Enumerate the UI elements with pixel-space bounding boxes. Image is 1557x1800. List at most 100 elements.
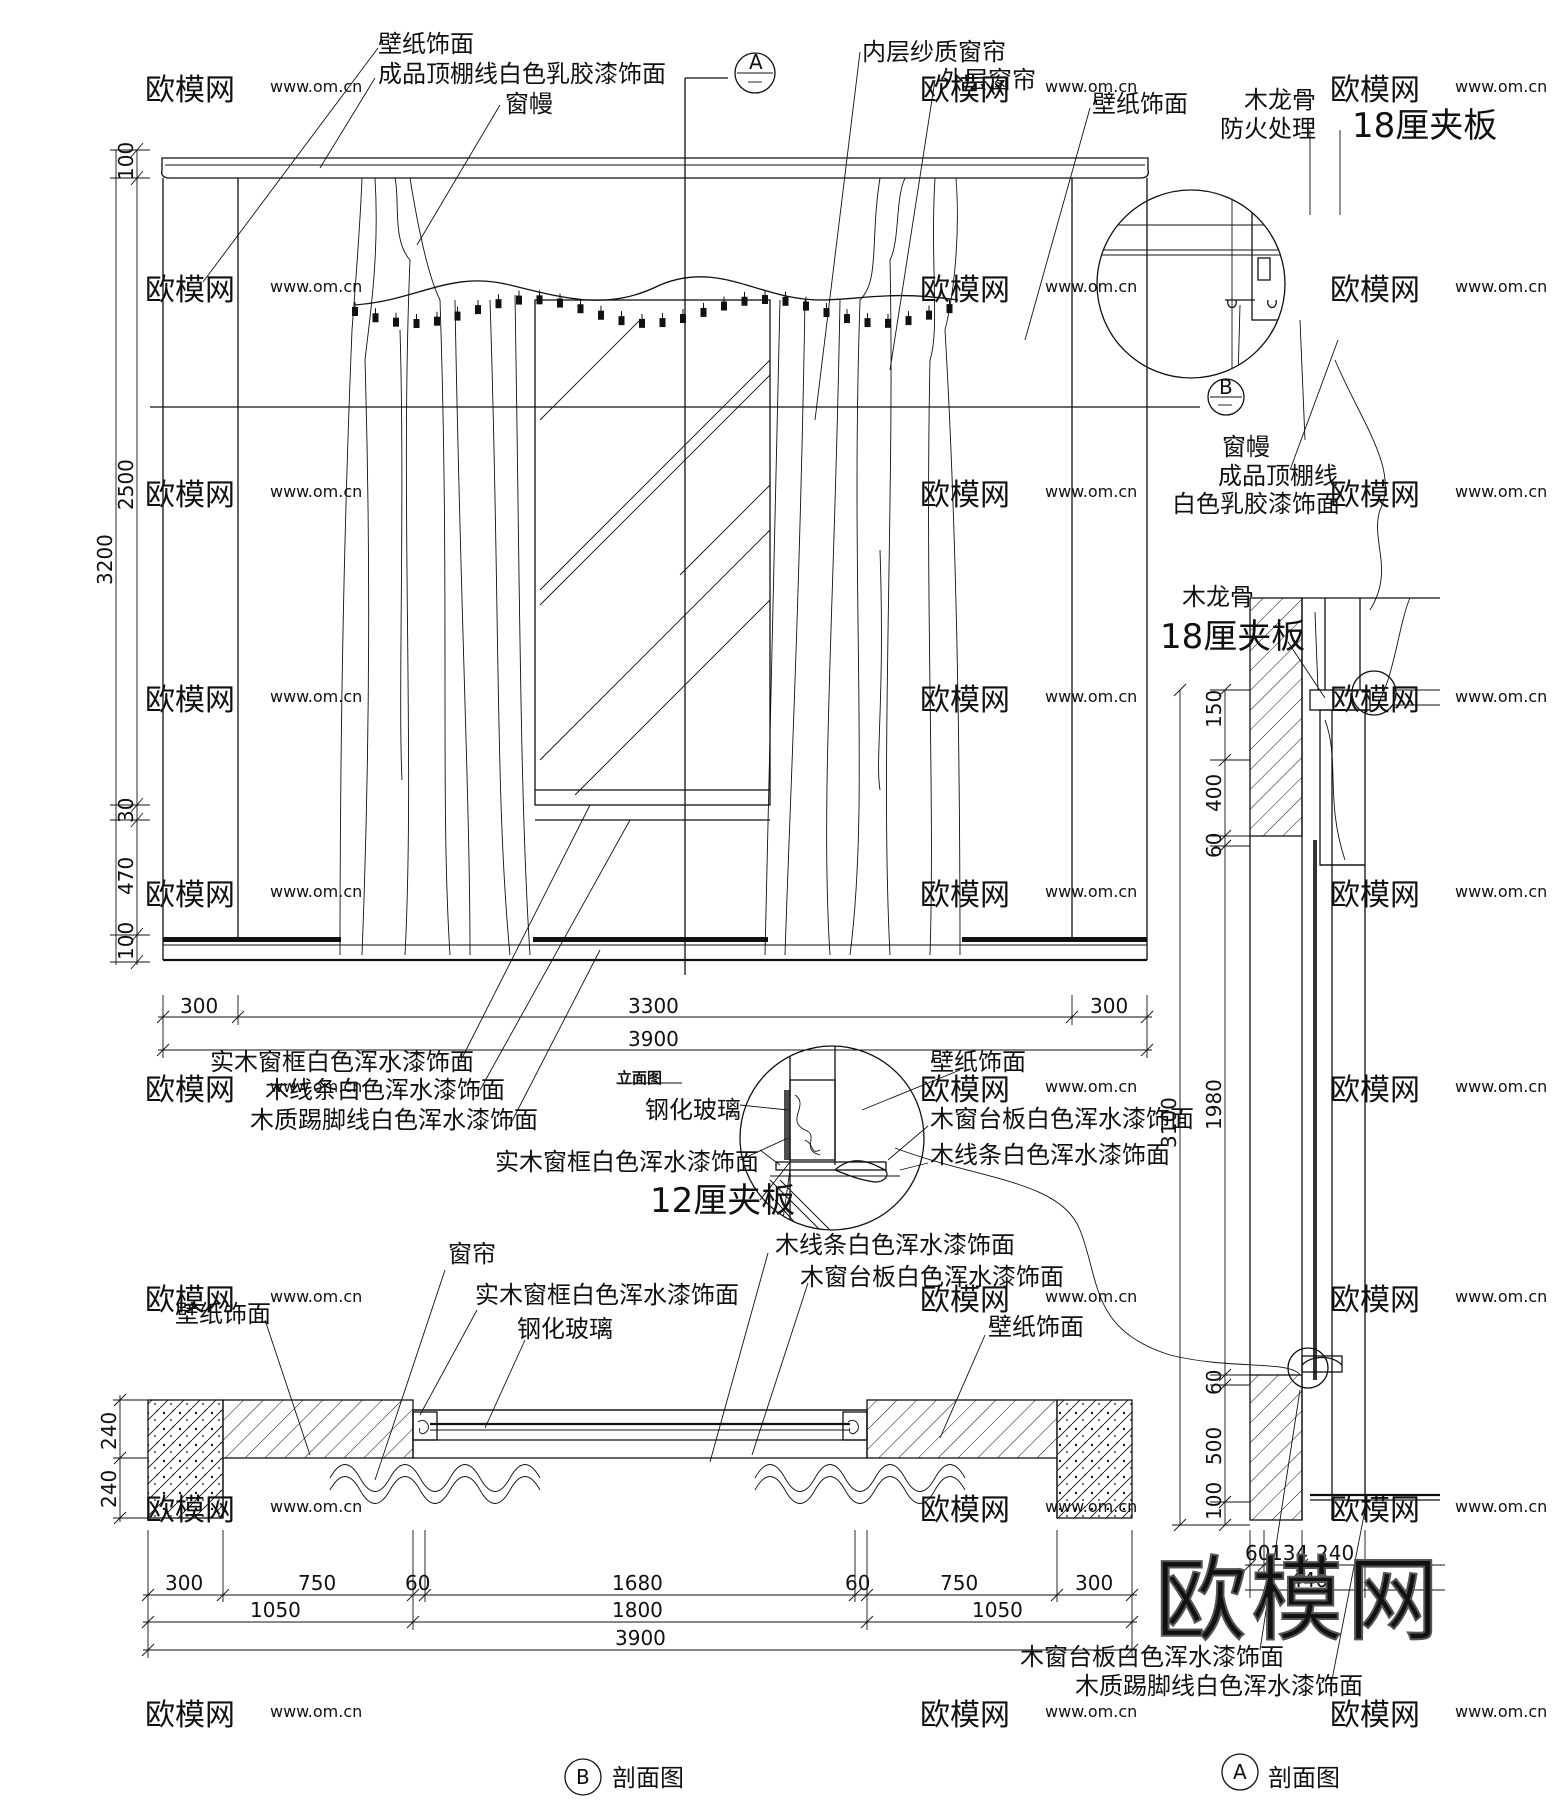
hdim-300-right: 300 — [1090, 994, 1128, 1018]
adim-60-top: 60 — [1202, 833, 1226, 858]
vdim-100-top: 100 — [114, 142, 138, 180]
vdim-2500: 2500 — [114, 459, 138, 510]
label-sill-a: 木窗台板白色浑水漆饰面 — [1020, 1643, 1284, 1671]
label-inner-curtain: 内层纱质窗帘 — [862, 38, 1006, 66]
section-b-mark: B — [576, 1765, 590, 1789]
watermark-url: www.om.cn — [1045, 1702, 1137, 1721]
watermark-text: 欧模网 — [1330, 1493, 1420, 1528]
label-keel-a: 木龙骨 — [1182, 583, 1254, 611]
watermark-text: 欧模网 — [1330, 1283, 1420, 1318]
watermark-url: www.om.cn — [1455, 882, 1547, 901]
valance-hook — [741, 296, 748, 306]
detail-mid-leaders — [616, 1069, 961, 1201]
valance-hook — [639, 318, 645, 328]
valance-hook — [577, 304, 584, 314]
adim-100: 100 — [1202, 1482, 1226, 1520]
valance-hook — [495, 299, 502, 309]
valance-hook — [721, 301, 727, 311]
bdim-1800: 1800 — [612, 1598, 663, 1622]
elevation-horizontal-dimensions: 300 3300 300 3900 — [156, 994, 1154, 1058]
bdim-300-left: 300 — [165, 1571, 203, 1595]
watermark-text: 欧模网 — [145, 1283, 235, 1318]
label-ceiling-line-detail: 成品顶棚线 — [1218, 462, 1338, 490]
detail-top-circle: B — [1096, 189, 1286, 416]
bdim-1050-left: 1050 — [250, 1598, 301, 1622]
watermark-text: 欧模网 — [145, 478, 235, 513]
section-marker-a-text: A — [749, 50, 763, 74]
valance-hook — [598, 310, 604, 320]
watermark-text: 欧模网 — [920, 878, 1010, 913]
valance-hook — [516, 295, 522, 305]
watermark-text: 欧模网 — [145, 273, 235, 308]
detail-top-leaders — [1289, 130, 1386, 611]
watermark-url: www.om.cn — [270, 1702, 362, 1721]
bdim-240-bottom: 240 — [97, 1470, 121, 1508]
watermark-url: www.om.cn — [1455, 77, 1547, 96]
adim-h-134: 134 — [1270, 1541, 1308, 1565]
watermark-url: www.om.cn — [270, 482, 362, 501]
vdim-30: 30 — [114, 798, 138, 823]
label-skirting: 木质踢脚线白色浑水漆饰面 — [250, 1106, 538, 1134]
watermark-text: 欧模网 — [920, 273, 1010, 308]
adim-150: 150 — [1202, 690, 1226, 728]
label-keel-top: 木龙骨 — [1244, 86, 1316, 114]
section-b-caption-text: 剖面图 — [612, 1764, 684, 1792]
valance-hook — [946, 304, 953, 314]
brand-logo: 欧模网 — [1155, 1547, 1443, 1654]
bdim-750-left: 750 — [298, 1571, 336, 1595]
valance-hook — [864, 318, 871, 328]
label-valance-detail: 窗幔 — [1222, 433, 1270, 461]
label-strip-mid: 木线条白色浑水漆饰面 — [930, 1141, 1170, 1169]
watermark-text: 欧模网 — [920, 1073, 1010, 1108]
label-curtain-b: 窗帘 — [448, 1240, 496, 1268]
section-b-dimensions: 240 240 300 750 60 1680 60 750 300 1050 … — [97, 1393, 1139, 1658]
label-latex-paint-detail: 白色乳胶漆饰面 — [1172, 490, 1340, 518]
watermark-text: 欧模网 — [920, 1493, 1010, 1528]
watermark-text: 欧模网 — [1330, 1073, 1420, 1108]
watermark-url: www.om.cn — [1045, 77, 1137, 96]
watermark-url: www.om.cn — [1455, 482, 1547, 501]
bdim-300-right: 300 — [1075, 1571, 1113, 1595]
label-plywood-12: 12厘夹板 — [650, 1181, 795, 1221]
watermark-text: 欧模网 — [920, 478, 1010, 513]
elevation-labels: 壁纸饰面 成品顶棚线白色乳胶漆饰面 窗幔 内层纱质窗帘 外层窗帘 壁纸饰面 实木… — [210, 30, 1188, 1134]
watermark-url: www.om.cn — [1455, 1077, 1547, 1096]
adim-3100: 3100 — [1157, 1097, 1181, 1148]
detail-mid-labels: 立面图 钢化玻璃 实木窗框白色浑水漆饰面 12厘夹板 壁纸饰面 木窗台板白色浑水… — [495, 1048, 1194, 1221]
label-wood-strip: 木线条白色浑水漆饰面 — [265, 1076, 505, 1104]
adim-60-bottom: 60 — [1202, 1370, 1226, 1395]
watermark-url: www.om.cn — [1045, 482, 1137, 501]
adim-h-240: 240 — [1316, 1541, 1354, 1565]
valance-hook — [844, 314, 850, 324]
hdim-3900: 3900 — [628, 1027, 679, 1051]
valance-hook-row — [352, 290, 953, 328]
label-fireproof: 防火处理 — [1220, 115, 1316, 143]
detail-top-labels: 木龙骨 防火处理 18厘夹板 窗幔 成品顶棚线 白色乳胶漆饰面 — [1172, 86, 1497, 518]
label-wallpaper-right: 壁纸饰面 — [1092, 90, 1188, 118]
watermark-text: 欧模网 — [1330, 683, 1420, 718]
watermark-url: www.om.cn — [1455, 1702, 1547, 1721]
valance-hook — [454, 311, 461, 321]
watermark-url: www.om.cn — [270, 77, 362, 96]
valance-hook — [618, 316, 625, 326]
valance-hook — [393, 317, 399, 327]
valance-hook — [926, 310, 932, 320]
label-plywood-18-top: 18厘夹板 — [1352, 106, 1497, 146]
label-strip-b: 木线条白色浑水漆饰面 — [775, 1231, 1015, 1259]
watermark-url: www.om.cn — [1045, 687, 1137, 706]
elevation-vertical-dimensions: 100 2500 3200 30 470 100 — [93, 142, 150, 970]
adim-400: 400 — [1202, 774, 1226, 812]
watermark-text: 欧模网 — [145, 73, 235, 108]
valance-hook — [372, 313, 379, 323]
section-b-labels: 窗帘 壁纸饰面 实木窗框白色浑水漆饰面 钢化玻璃 木线条白色浑水漆饰面 木窗台板… — [175, 1231, 1084, 1343]
valance-hook — [782, 296, 789, 306]
valance-hook — [823, 308, 830, 318]
section-b-caption: B 剖面图 — [564, 1758, 684, 1796]
valance-hook — [885, 318, 891, 328]
watermark-text: 欧模网 — [920, 73, 1010, 108]
label-valance: 窗幔 — [505, 90, 553, 118]
hdim-3300: 3300 — [628, 994, 679, 1018]
section-a-drawing — [1249, 597, 1440, 1521]
valance-hook — [700, 307, 707, 317]
valance-hook — [659, 318, 666, 328]
